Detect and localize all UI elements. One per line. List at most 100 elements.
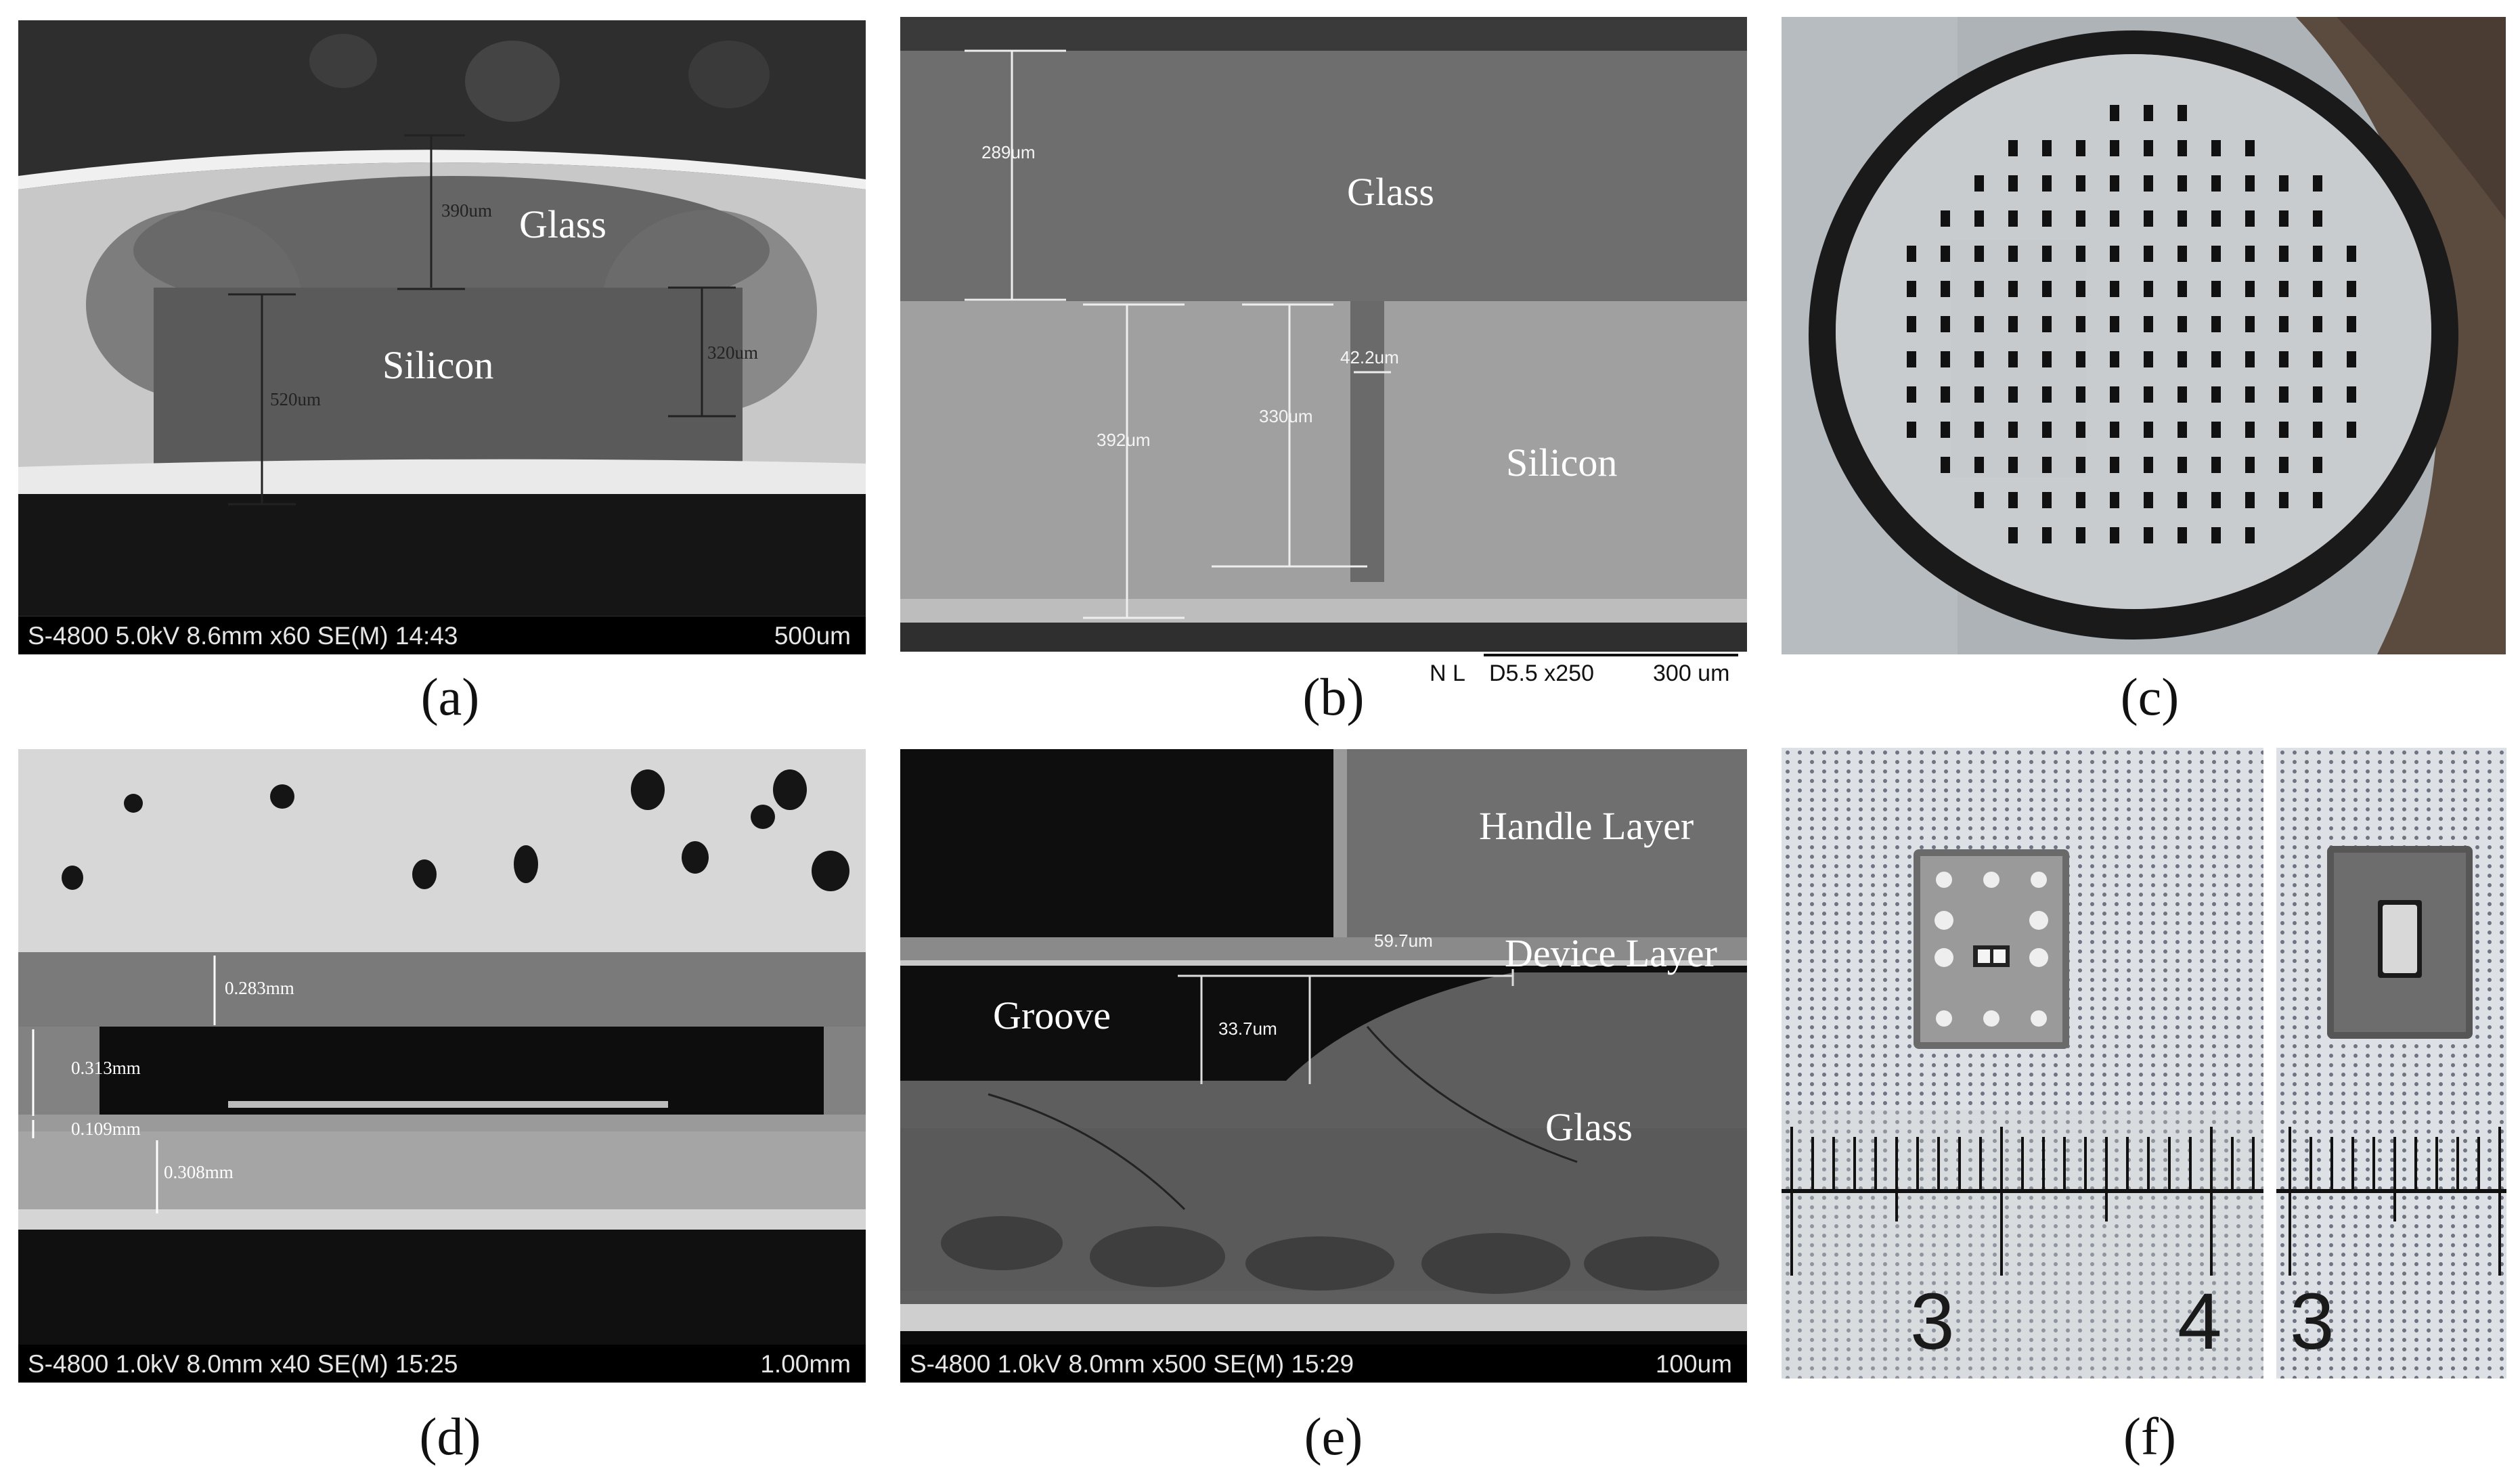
wafer-chip xyxy=(2178,175,2187,192)
wafer-chip xyxy=(2042,492,2052,508)
wafer-chip xyxy=(2144,492,2153,508)
wafer-chip xyxy=(2347,351,2356,367)
sem-info-text: S-4800 1.0kV 8.0mm x40 SE(M) 15:25 xyxy=(28,1350,458,1378)
wafer-chip xyxy=(2042,422,2052,438)
scale-bar xyxy=(1484,654,1738,656)
wafer-chip xyxy=(2042,281,2052,297)
wafer-chip xyxy=(2076,492,2085,508)
wafer-chip xyxy=(2178,210,2187,227)
wafer-chip xyxy=(2008,457,2018,473)
dimension-label: 0.313mm xyxy=(71,1058,141,1078)
wafer-chip xyxy=(2008,386,2018,403)
wafer-chip xyxy=(2110,457,2119,473)
wafer-chip xyxy=(1974,175,1984,192)
wafer-chip xyxy=(2144,105,2153,121)
wafer-chip xyxy=(2347,386,2356,403)
wafer-chip xyxy=(2211,422,2221,438)
wafer-chip xyxy=(2110,210,2119,227)
wafer-chip xyxy=(2042,527,2052,543)
wafer-chip xyxy=(2110,351,2119,367)
wafer-chip xyxy=(2076,210,2085,227)
wafer-chip xyxy=(1974,422,1984,438)
sem-info-text: S-4800 1.0kV 8.0mm x500 SE(M) 15:29 xyxy=(910,1350,1354,1378)
wafer-chip xyxy=(2245,422,2255,438)
wafer-chip xyxy=(2076,316,2085,332)
wafer-chip xyxy=(2211,351,2221,367)
wafer-chip xyxy=(2347,422,2356,438)
wafer-chip xyxy=(2347,281,2356,297)
dimension-label: 59.7um xyxy=(1374,930,1433,951)
dimension-label: 0.283mm xyxy=(225,978,294,998)
wafer-chip xyxy=(2042,210,2052,227)
wafer-chip xyxy=(2211,175,2221,192)
wafer-chip xyxy=(2279,351,2289,367)
wafer-chip xyxy=(1941,281,1950,297)
wafer-chip xyxy=(2144,140,2153,156)
wafer-chip xyxy=(2144,457,2153,473)
caption-c: (c) xyxy=(2120,667,2180,726)
caption-a: (a) xyxy=(420,667,480,726)
wafer-chip xyxy=(2042,140,2052,156)
panel-f-chip-photo-back: 3 xyxy=(2276,748,2506,1378)
wafer-chip xyxy=(2211,281,2221,297)
panel-e-sem-image: Handle Layer Device Layer Groove Glass 5… xyxy=(900,749,1747,1383)
wafer-chip xyxy=(2008,140,2018,156)
dimension-label: 390um xyxy=(441,200,493,221)
scale-bar-label: 1.00mm xyxy=(760,1350,851,1378)
panel-d-sem-image: 0.283mm 0.313mm 0.109mm 0.308mm S-4800 1… xyxy=(18,749,866,1383)
wafer-chip xyxy=(2144,316,2153,332)
wafer-chip xyxy=(1974,210,1984,227)
wafer-chip xyxy=(2313,386,2322,403)
wafer-chip xyxy=(2211,210,2221,227)
wafer-chip xyxy=(2076,457,2085,473)
wafer-chip xyxy=(2076,351,2085,367)
wafer-chip xyxy=(1941,210,1950,227)
wafer-chip xyxy=(2347,246,2356,262)
wafer-chip xyxy=(2110,422,2119,438)
dimension-label: 0.109mm xyxy=(71,1119,141,1139)
wafer-chip xyxy=(2110,386,2119,403)
wafer-chip xyxy=(2008,527,2018,543)
sem-meta-left: N L xyxy=(1430,660,1465,686)
wafer-chip xyxy=(1941,316,1950,332)
wafer-chip xyxy=(2178,492,2187,508)
wafer-chip xyxy=(2144,527,2153,543)
wafer-chip xyxy=(2313,422,2322,438)
wafer-chip xyxy=(2144,281,2153,297)
wafer-chip xyxy=(2008,246,2018,262)
sem-info-text: S-4800 5.0kV 8.6mm x60 SE(M) 14:43 xyxy=(28,622,458,650)
wafer-chip xyxy=(2279,246,2289,262)
panel-b-sem-image: Glass Silicon 289um 392um 330um 42.2um xyxy=(900,17,1747,652)
panel-c-wafer-photo xyxy=(1782,17,2506,654)
wafer-chip xyxy=(1974,246,1984,262)
caption-e: (e) xyxy=(1304,1407,1363,1466)
scale-bar-label: 100um xyxy=(1655,1350,1732,1378)
label-glass: Glass xyxy=(1347,170,1434,214)
dimension-label: 289um xyxy=(981,142,1036,162)
wafer-chip xyxy=(2279,422,2289,438)
wafer-chip xyxy=(2042,351,2052,367)
wafer-chip xyxy=(2042,175,2052,192)
label-handle-layer: Handle Layer xyxy=(1479,804,1694,848)
wafer-chip xyxy=(2211,140,2221,156)
wafer-chip xyxy=(2245,527,2255,543)
wafer-chip xyxy=(2178,422,2187,438)
wafer-chip xyxy=(1974,316,1984,332)
ruler-number: 3 xyxy=(2290,1277,2335,1366)
caption-d: (d) xyxy=(419,1407,481,1466)
wafer-chip xyxy=(2076,246,2085,262)
wafer-chip xyxy=(2313,492,2322,508)
wafer-chip xyxy=(2245,210,2255,227)
wafer-chip xyxy=(2008,281,2018,297)
wafer-chip xyxy=(2279,316,2289,332)
wafer-chip xyxy=(2076,422,2085,438)
wafer-chip xyxy=(2076,281,2085,297)
wafer-chip xyxy=(2178,140,2187,156)
wafer-chip xyxy=(2008,210,2018,227)
wafer-chip xyxy=(1941,457,1950,473)
wafer-chip xyxy=(2008,351,2018,367)
wafer-chip xyxy=(1941,386,1950,403)
wafer-chip xyxy=(2245,351,2255,367)
label-glass: Glass xyxy=(1545,1105,1633,1149)
wafer-chip xyxy=(2178,386,2187,403)
